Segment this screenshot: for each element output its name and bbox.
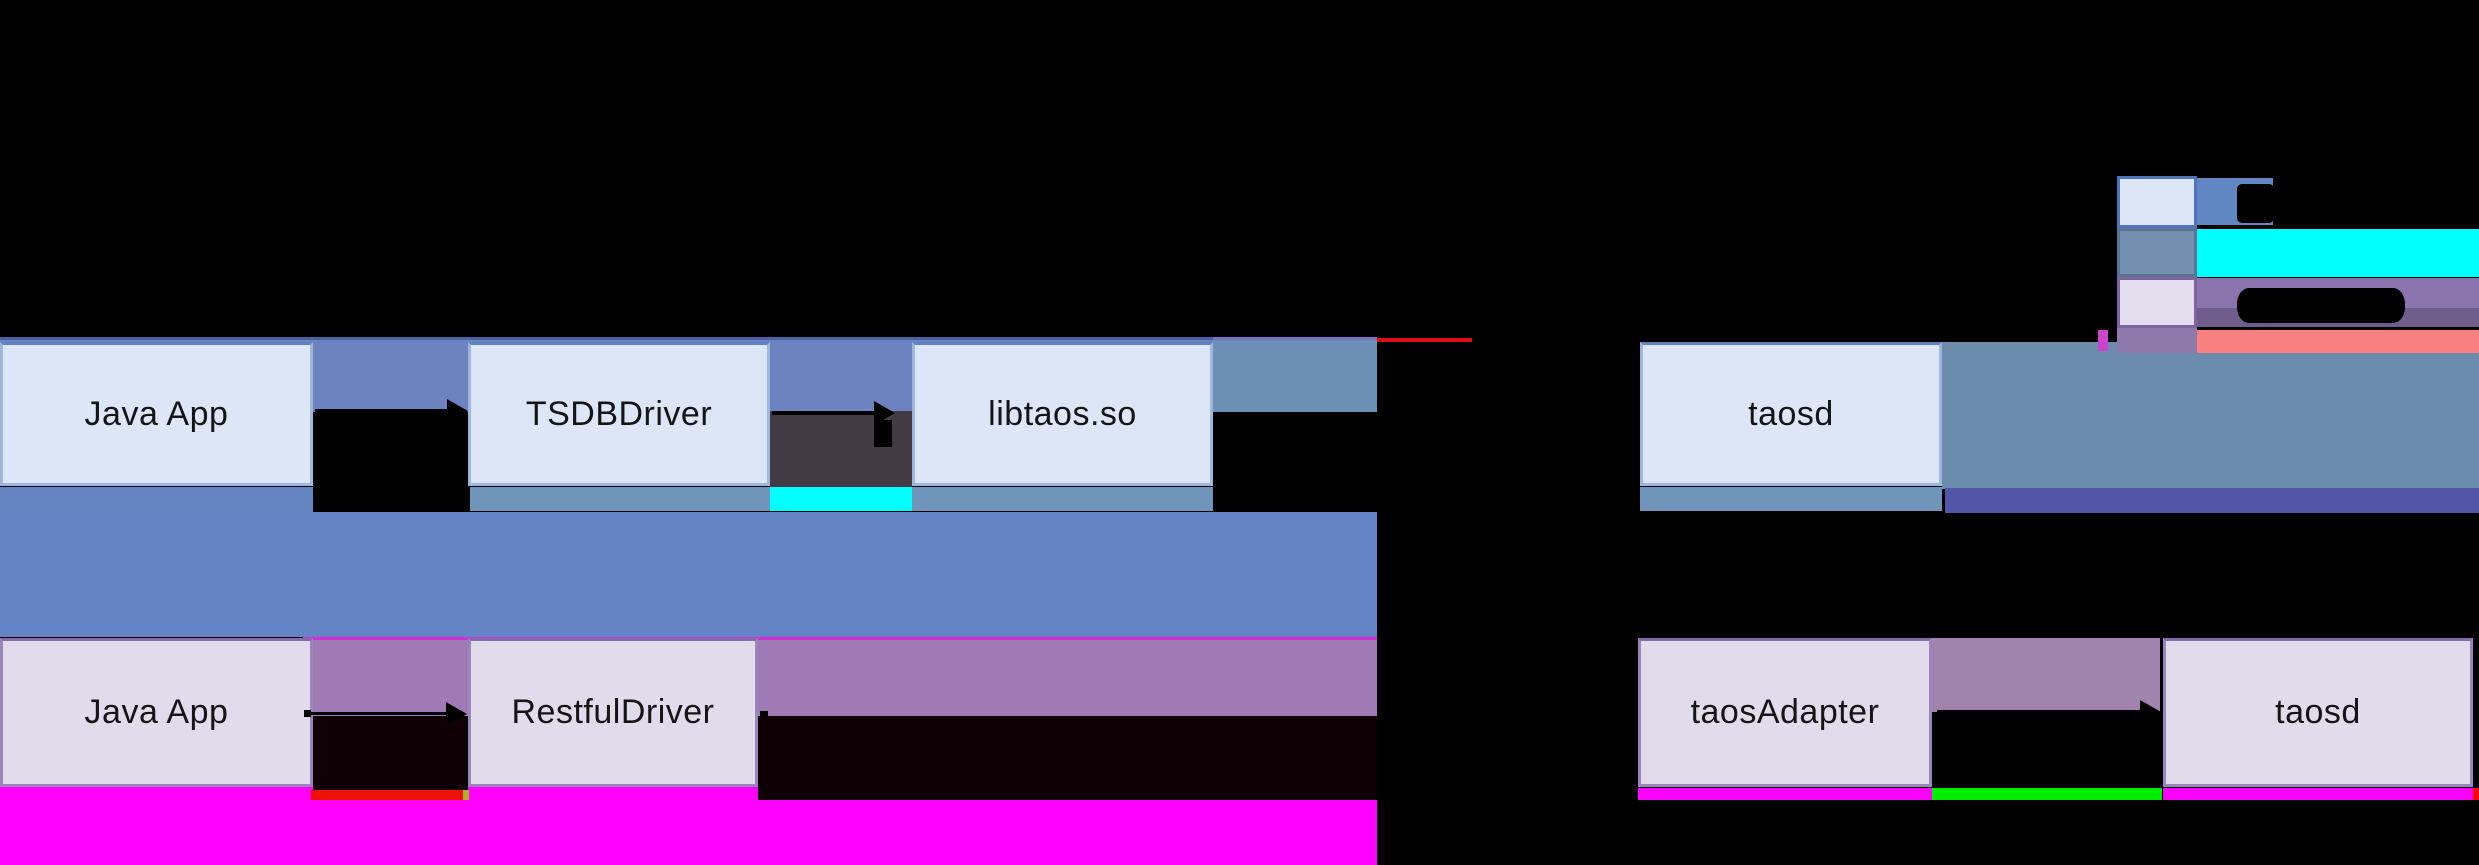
node-restfuldriver: RestfulDriver	[468, 638, 758, 787]
legend-row3-text-fragment	[2237, 288, 2405, 323]
jdbc-big-blue-band	[0, 512, 1377, 637]
strip-under-restfuldriver	[468, 787, 758, 801]
node-taosd-bottom: taosd	[2163, 638, 2473, 787]
legend-magenta-tick	[2098, 330, 2108, 351]
arrow-java-to-tsdb-head-icon	[447, 399, 468, 423]
arrow-restful-out-dot	[760, 711, 768, 716]
strip-right-purple-blue	[1945, 488, 2479, 513]
arrow-java-to-tsdb-line	[315, 409, 450, 412]
node-tsdbdriver: TSDBDriver	[468, 342, 770, 486]
node-taosd-top: taosd	[1640, 342, 1942, 486]
node-libtaos-label: libtaos.so	[988, 394, 1137, 433]
strip-under-java-app-top	[0, 487, 313, 512]
node-taosd-bottom-label: taosd	[2275, 693, 2361, 731]
legend-bar-2	[2197, 229, 2479, 277]
adapter-purple-band	[1932, 638, 2160, 712]
node-libtaos: libtaos.so	[912, 342, 1213, 486]
arrow-into-taosadapter-head-icon	[1620, 702, 1638, 722]
node-taosd-top-label: taosd	[1748, 394, 1834, 433]
strip-under-taosd-bottom	[2163, 788, 2473, 800]
arrow-java-to-restful-line	[306, 712, 448, 715]
arrow-tsdb-to-libtaos-tail-blob	[874, 420, 892, 447]
taosd-band	[1942, 342, 2479, 489]
legend-swatch-4	[2117, 328, 2197, 353]
legend-bar-4	[2197, 330, 2479, 353]
red-connector-line	[1377, 338, 1472, 342]
arrow-into-taosd-top-head-icon	[1621, 403, 1639, 423]
legend-row1-text-fragment	[2237, 184, 2274, 223]
legend-swatch-2	[2117, 228, 2197, 277]
arrow-java-to-restful-head-icon	[446, 702, 467, 726]
legend-swatch-1	[2117, 176, 2197, 228]
top-connector-band-steel	[1213, 337, 1377, 412]
restful-magenta-band	[0, 800, 1377, 865]
arrow-tsdb-to-libtaos-head-icon	[874, 401, 895, 425]
strip-under-tsdbdriver	[470, 487, 770, 511]
node-java-app-top-label: Java App	[84, 394, 229, 433]
node-tsdbdriver-label: TSDBDriver	[525, 394, 713, 433]
node-restfuldriver-label: RestfulDriver	[511, 693, 715, 731]
node-java-app-bottom: Java App	[0, 638, 313, 787]
node-java-app-top: Java App	[0, 342, 313, 486]
restful-yellow-tick	[463, 790, 469, 802]
strip-under-taosd-top	[1640, 487, 1942, 511]
restful-red-strip	[311, 790, 467, 803]
arrow-adapter-to-taosd-line	[1937, 710, 2142, 714]
bottom-right-red-tick	[2473, 788, 2479, 800]
gap-shadow-java-tsdb	[315, 411, 467, 512]
strip-under-libtaos	[912, 487, 1213, 511]
restful-dark-region	[303, 716, 1377, 800]
node-taosadapter: taosAdapter	[1638, 638, 1932, 787]
strip-under-taosadapter	[1638, 788, 1932, 800]
adapter-green-strip	[1932, 788, 2162, 800]
node-java-app-bottom-label: Java App	[84, 693, 229, 731]
node-taosadapter-label: taosAdapter	[1690, 693, 1880, 731]
arrow-tsdb-to-libtaos-line	[772, 411, 878, 415]
strip-under-java-app-bottom	[0, 787, 313, 801]
legend-swatch-3	[2117, 277, 2197, 328]
arrow-adapter-to-taosd-head-icon	[2140, 700, 2161, 724]
jni-highlight-cyan-strip	[770, 487, 912, 511]
